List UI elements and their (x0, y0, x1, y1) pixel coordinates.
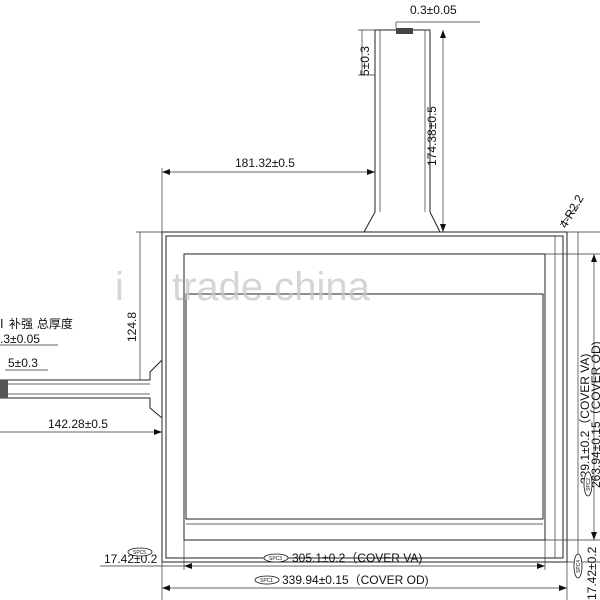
cover-od-inner-outline (165, 235, 564, 559)
spc-tag-2: SPC2 (583, 471, 593, 497)
note-thickness-value: .3±0.05 (0, 332, 40, 346)
top-fpc-contact-pads (396, 28, 413, 34)
active-area-outline (185, 293, 544, 520)
right-dims (545, 204, 600, 563)
dim-cover-od-height: 263.94±0.15（COVER OD) (589, 341, 600, 488)
svg-text:SPC4: SPC4 (576, 560, 582, 573)
dim-fpc-tab-length-top: 5±0.3 (358, 46, 372, 76)
dim-fpc-thickness-top: 0.3±0.05 (410, 3, 457, 17)
dim-margin-bottom: 17.42±0.2 (585, 546, 599, 600)
dim-fpc-offset-top: 181.32±0.5 (235, 156, 295, 170)
svg-text:SPC5: SPC5 (133, 550, 146, 556)
watermark-fragment: i (115, 265, 124, 309)
dim-arrows (154, 30, 597, 591)
dim-left-tab-length: 5±0.3 (8, 356, 38, 370)
svg-text:SPC3: SPC3 (269, 556, 282, 562)
cover-va-outline (183, 253, 546, 541)
watermark: trade.china (172, 265, 371, 309)
left-fpc-outline (0, 359, 163, 419)
note-reinforcement-thickness: 补强 总厚度 (9, 316, 73, 331)
dim-fpc-tail-length: 174.38±0.5 (425, 106, 439, 166)
dim-cover-va-width: 305.1±0.2（COVER VA) (292, 551, 422, 565)
spc-tag-4: SPC4 (573, 553, 583, 579)
svg-text:SPC1: SPC1 (260, 578, 273, 584)
bottom-dims (100, 540, 568, 600)
dim-left-fpc-length: 142.28±0.5 (48, 417, 108, 431)
dim-corner-radius: 4-R2.2 (556, 192, 586, 230)
note-prefix: I (0, 317, 4, 331)
top-fpc-tail (358, 21, 480, 233)
dim-fpc-offset-left: 124.8 (125, 312, 139, 342)
spc-tag-1: SPC1 (254, 575, 280, 585)
svg-text:SPC2: SPC2 (586, 478, 592, 491)
left-fpc-tail (0, 231, 163, 436)
dim-cover-va-height: 229.1±0.2（COVER VA) (578, 354, 592, 484)
spc-tag-5: SPC5 (127, 547, 153, 557)
spc-tag-3: SPC3 (263, 553, 289, 563)
left-fpc-contact-pads (0, 380, 8, 398)
dim-cover-od-width: 339.94±0.15（COVER OD) (282, 573, 429, 587)
dim-181 (161, 168, 375, 232)
